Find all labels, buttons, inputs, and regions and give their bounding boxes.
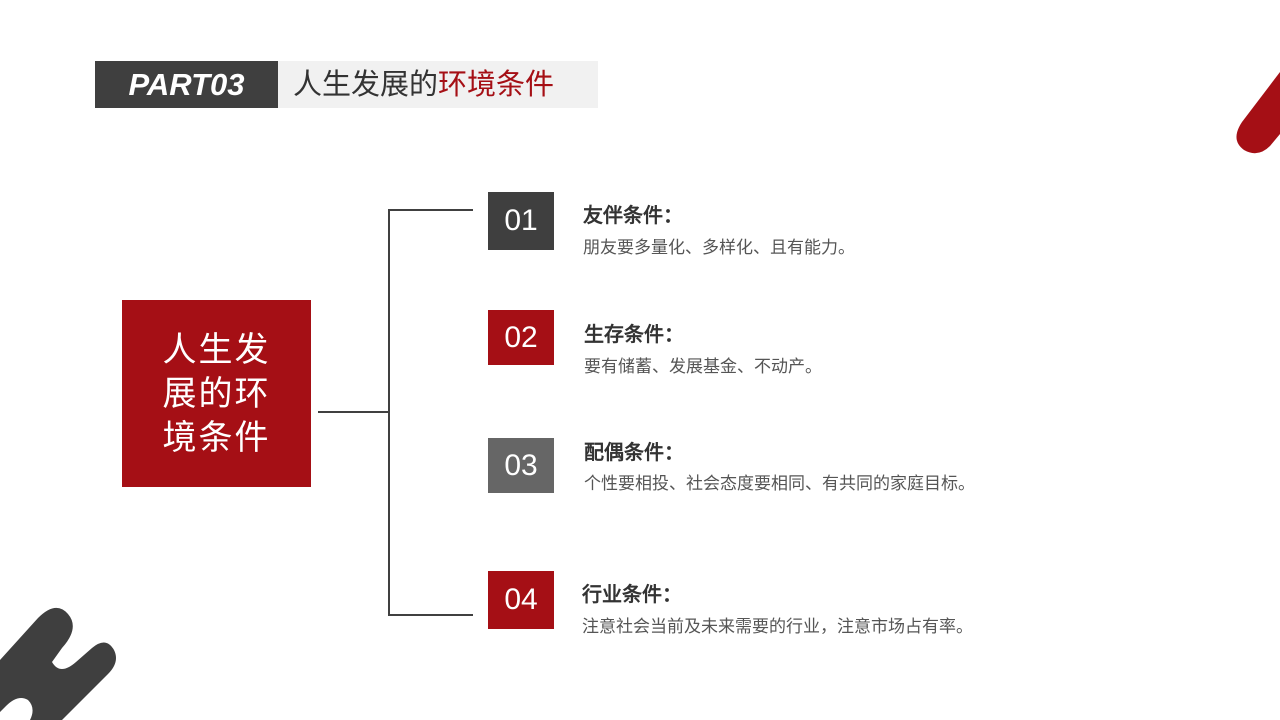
item-number-01: 01	[488, 192, 554, 250]
item-title-02: 生存条件：	[584, 322, 684, 346]
center-topic-box: 人生发展的环境条件	[122, 300, 311, 487]
item-desc-01: 朋友要多量化、多样化、且有能力。	[583, 238, 855, 258]
red-pill-decoration-icon	[1236, 72, 1280, 154]
connector-top	[388, 209, 473, 211]
item-desc-04: 注意社会当前及未来需要的行业，注意市场占有率。	[582, 617, 973, 637]
connector-bottom	[388, 614, 473, 616]
item-number-03: 03	[488, 438, 554, 493]
connector-vertical	[388, 209, 390, 616]
item-desc-02: 要有储蓄、发展基金、不动产。	[584, 357, 822, 377]
item-number-02: 02	[488, 310, 554, 365]
title-plain: 人生发展的	[293, 67, 439, 101]
item-title-04: 行业条件：	[582, 582, 682, 606]
center-topic-text: 人生发展的环境条件	[162, 329, 271, 458]
page-title: 人生发展的环境条件	[278, 61, 598, 108]
item-number-04: 04	[488, 571, 554, 629]
item-title-01: 友伴条件：	[583, 203, 683, 227]
item-title-03: 配偶条件：	[584, 440, 684, 464]
title-highlight: 环境条件	[438, 67, 555, 101]
connector-middle	[318, 411, 390, 413]
part-label: PART03	[95, 61, 278, 108]
item-desc-03: 个性要相投、社会态度要相同、有共同的家庭目标。	[584, 474, 975, 494]
dark-shape-decoration-icon	[0, 607, 116, 720]
